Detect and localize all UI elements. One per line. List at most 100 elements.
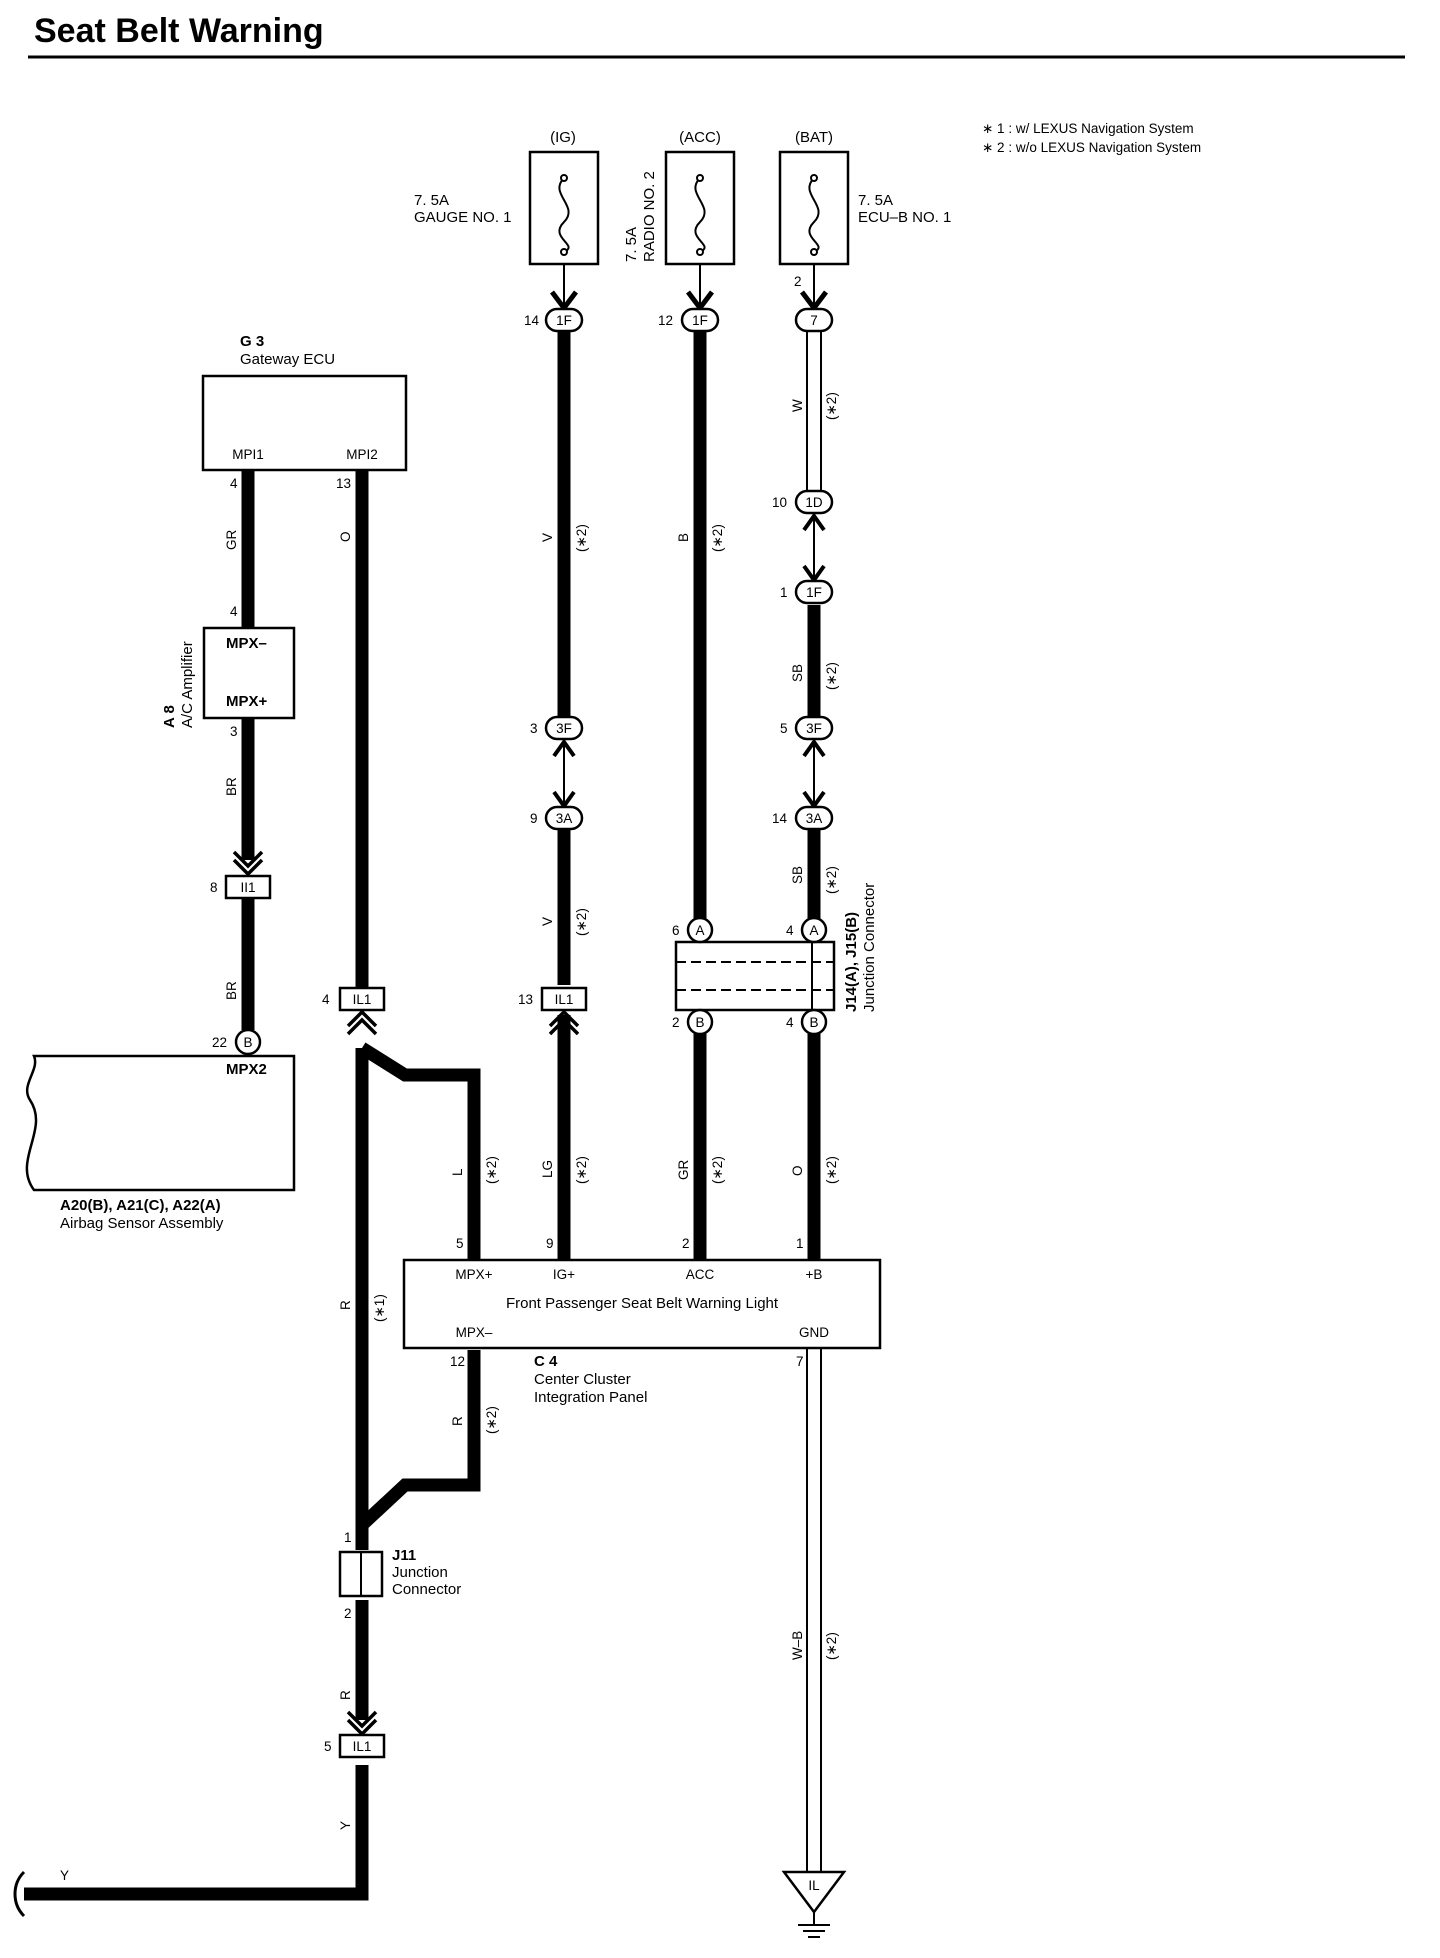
- junction-connector-j11: J11 Junction Connector: [338, 1547, 461, 1598]
- fuse-gauge-no1: (IG) 7. 5A GAUGE NO. 1: [414, 129, 600, 266]
- wire-color-label: Y: [338, 1821, 353, 1830]
- wire-l: [358, 1042, 481, 1260]
- connector-label: 1F: [806, 585, 822, 600]
- fuse-bat-rating: 7. 5A: [858, 192, 893, 209]
- connector-label: B: [243, 1035, 252, 1050]
- wire-note-label: (∗2): [484, 1156, 499, 1184]
- wire-w-b: [806, 1348, 822, 1875]
- pin-label: 7: [796, 1354, 804, 1369]
- wire-color-label: W: [790, 399, 805, 412]
- j11-code: J11: [392, 1547, 416, 1564]
- j11-name-2: Connector: [392, 1581, 461, 1598]
- g3-name: Gateway ECU: [240, 351, 335, 368]
- pin-label: 1: [344, 1530, 352, 1545]
- j11-name-1: Junction: [392, 1564, 448, 1581]
- pin-label: 12: [658, 313, 673, 328]
- arrow-up-icon: [802, 512, 826, 532]
- fuse-bat-name: ECU–B NO. 1: [858, 209, 951, 226]
- c4-pin-mpx-minus: MPX–: [456, 1325, 493, 1340]
- wire-color-label: O: [790, 1165, 805, 1176]
- connector-label: 1F: [692, 313, 708, 328]
- arrow-up-icon: [346, 1009, 378, 1036]
- wire-color-label: O: [338, 531, 353, 542]
- ac-amplifier: MPX– MPX+ A 8 A/C Amplifier: [161, 626, 296, 728]
- connector-label: 3F: [806, 721, 822, 736]
- fuse-acc-supply: (ACC): [679, 129, 721, 146]
- pin-label: 1: [780, 585, 788, 600]
- wire-color-label: R: [338, 1690, 353, 1700]
- wire-color-label: BR: [224, 777, 239, 796]
- airbag-name: Airbag Sensor Assembly: [60, 1215, 224, 1232]
- connector-3a: [794, 805, 834, 831]
- connector-label: B: [695, 1015, 704, 1030]
- pin-label: 5: [324, 1739, 332, 1754]
- pin-label: 1: [796, 1236, 804, 1251]
- wire-note-label: (∗2): [824, 1156, 839, 1184]
- arrow-up-icon: [552, 738, 576, 758]
- connector-il1: [338, 1733, 386, 1759]
- wire-color-label: L: [450, 1168, 465, 1176]
- connector-1f: [794, 579, 834, 605]
- connector-a: [800, 916, 828, 944]
- connector-label: IL1: [555, 992, 574, 1007]
- connector-label: IL1: [353, 992, 372, 1007]
- pin-label: 3: [530, 721, 538, 736]
- wire-w: [806, 332, 822, 490]
- wire-note-label: (∗2): [710, 1156, 725, 1184]
- pin-label: 9: [530, 811, 538, 826]
- wire-color-label: SB: [790, 866, 805, 884]
- connector-label: 3A: [806, 811, 823, 826]
- page-title: Seat Belt Warning: [34, 12, 324, 50]
- connector-b: [686, 1008, 714, 1036]
- c4-pin-ig: IG+: [553, 1267, 575, 1282]
- wire-color-label: V: [540, 917, 555, 926]
- wire-color-label: R: [450, 1416, 465, 1426]
- pin-label: 2: [344, 1606, 352, 1621]
- wire-r-mpx: [357, 1350, 481, 1530]
- wire-color-label: BR: [224, 981, 239, 1000]
- wire-break-icon: [13, 1870, 26, 1918]
- wire-color-label: LG: [540, 1160, 555, 1178]
- arrow-up-icon: [548, 1009, 580, 1036]
- g3-code: G 3: [240, 333, 264, 350]
- pin-label: 22: [212, 1035, 227, 1050]
- pin-label: 2: [794, 274, 802, 289]
- connector-ii1: [224, 874, 272, 900]
- connector-b: [234, 1028, 262, 1056]
- c4-pin-b: +B: [806, 1267, 823, 1282]
- wire-color-label: B: [676, 533, 691, 542]
- pin-label: 8: [210, 880, 218, 895]
- connector-3a: [544, 805, 584, 831]
- pin-label: 14: [772, 811, 788, 826]
- wire-note-label: (∗2): [824, 866, 839, 894]
- g3-pin-mpi2: MPI2: [346, 447, 378, 462]
- a8-pin-mpx-plus: MPX+: [226, 693, 268, 710]
- connector-1f: [544, 307, 584, 333]
- pin-label: 6: [672, 923, 680, 938]
- wire-note-label: (∗2): [574, 908, 589, 936]
- connector-1f: [680, 307, 720, 333]
- c4-light-name: Front Passenger Seat Belt Warning Light: [506, 1295, 779, 1312]
- connector-b: [800, 1008, 828, 1036]
- fuse-ig-name: GAUGE NO. 1: [414, 209, 512, 226]
- fuse-bat-element-icon: [808, 177, 820, 253]
- wire-color-label: W–B: [790, 1631, 805, 1660]
- pin-label: 9: [546, 1236, 554, 1251]
- wire-color-label: V: [540, 533, 555, 542]
- fuse-bat-supply: (BAT): [795, 129, 833, 146]
- pin-label: 14: [524, 313, 540, 328]
- connector-label: 3A: [556, 811, 573, 826]
- center-cluster-integration-panel: MPX+ IG+ ACC +B Front Passenger Seat Bel…: [402, 1258, 882, 1406]
- wire-note-label: (∗2): [484, 1406, 499, 1434]
- wire-note-label: (∗2): [574, 1156, 589, 1184]
- connector-label: II1: [240, 880, 255, 895]
- airbag-sensor-assembly: MPX2 A20(B), A21(C), A22(A) Airbag Senso…: [25, 1054, 296, 1232]
- pin-label: 4: [230, 604, 238, 619]
- connector-label: A: [809, 923, 818, 938]
- wire-color-label: R: [338, 1300, 353, 1310]
- ground-label: IL: [808, 1878, 820, 1893]
- wire-y: [24, 1765, 369, 1901]
- wire-color-label: SB: [790, 664, 805, 682]
- pin-label: 12: [450, 1354, 465, 1369]
